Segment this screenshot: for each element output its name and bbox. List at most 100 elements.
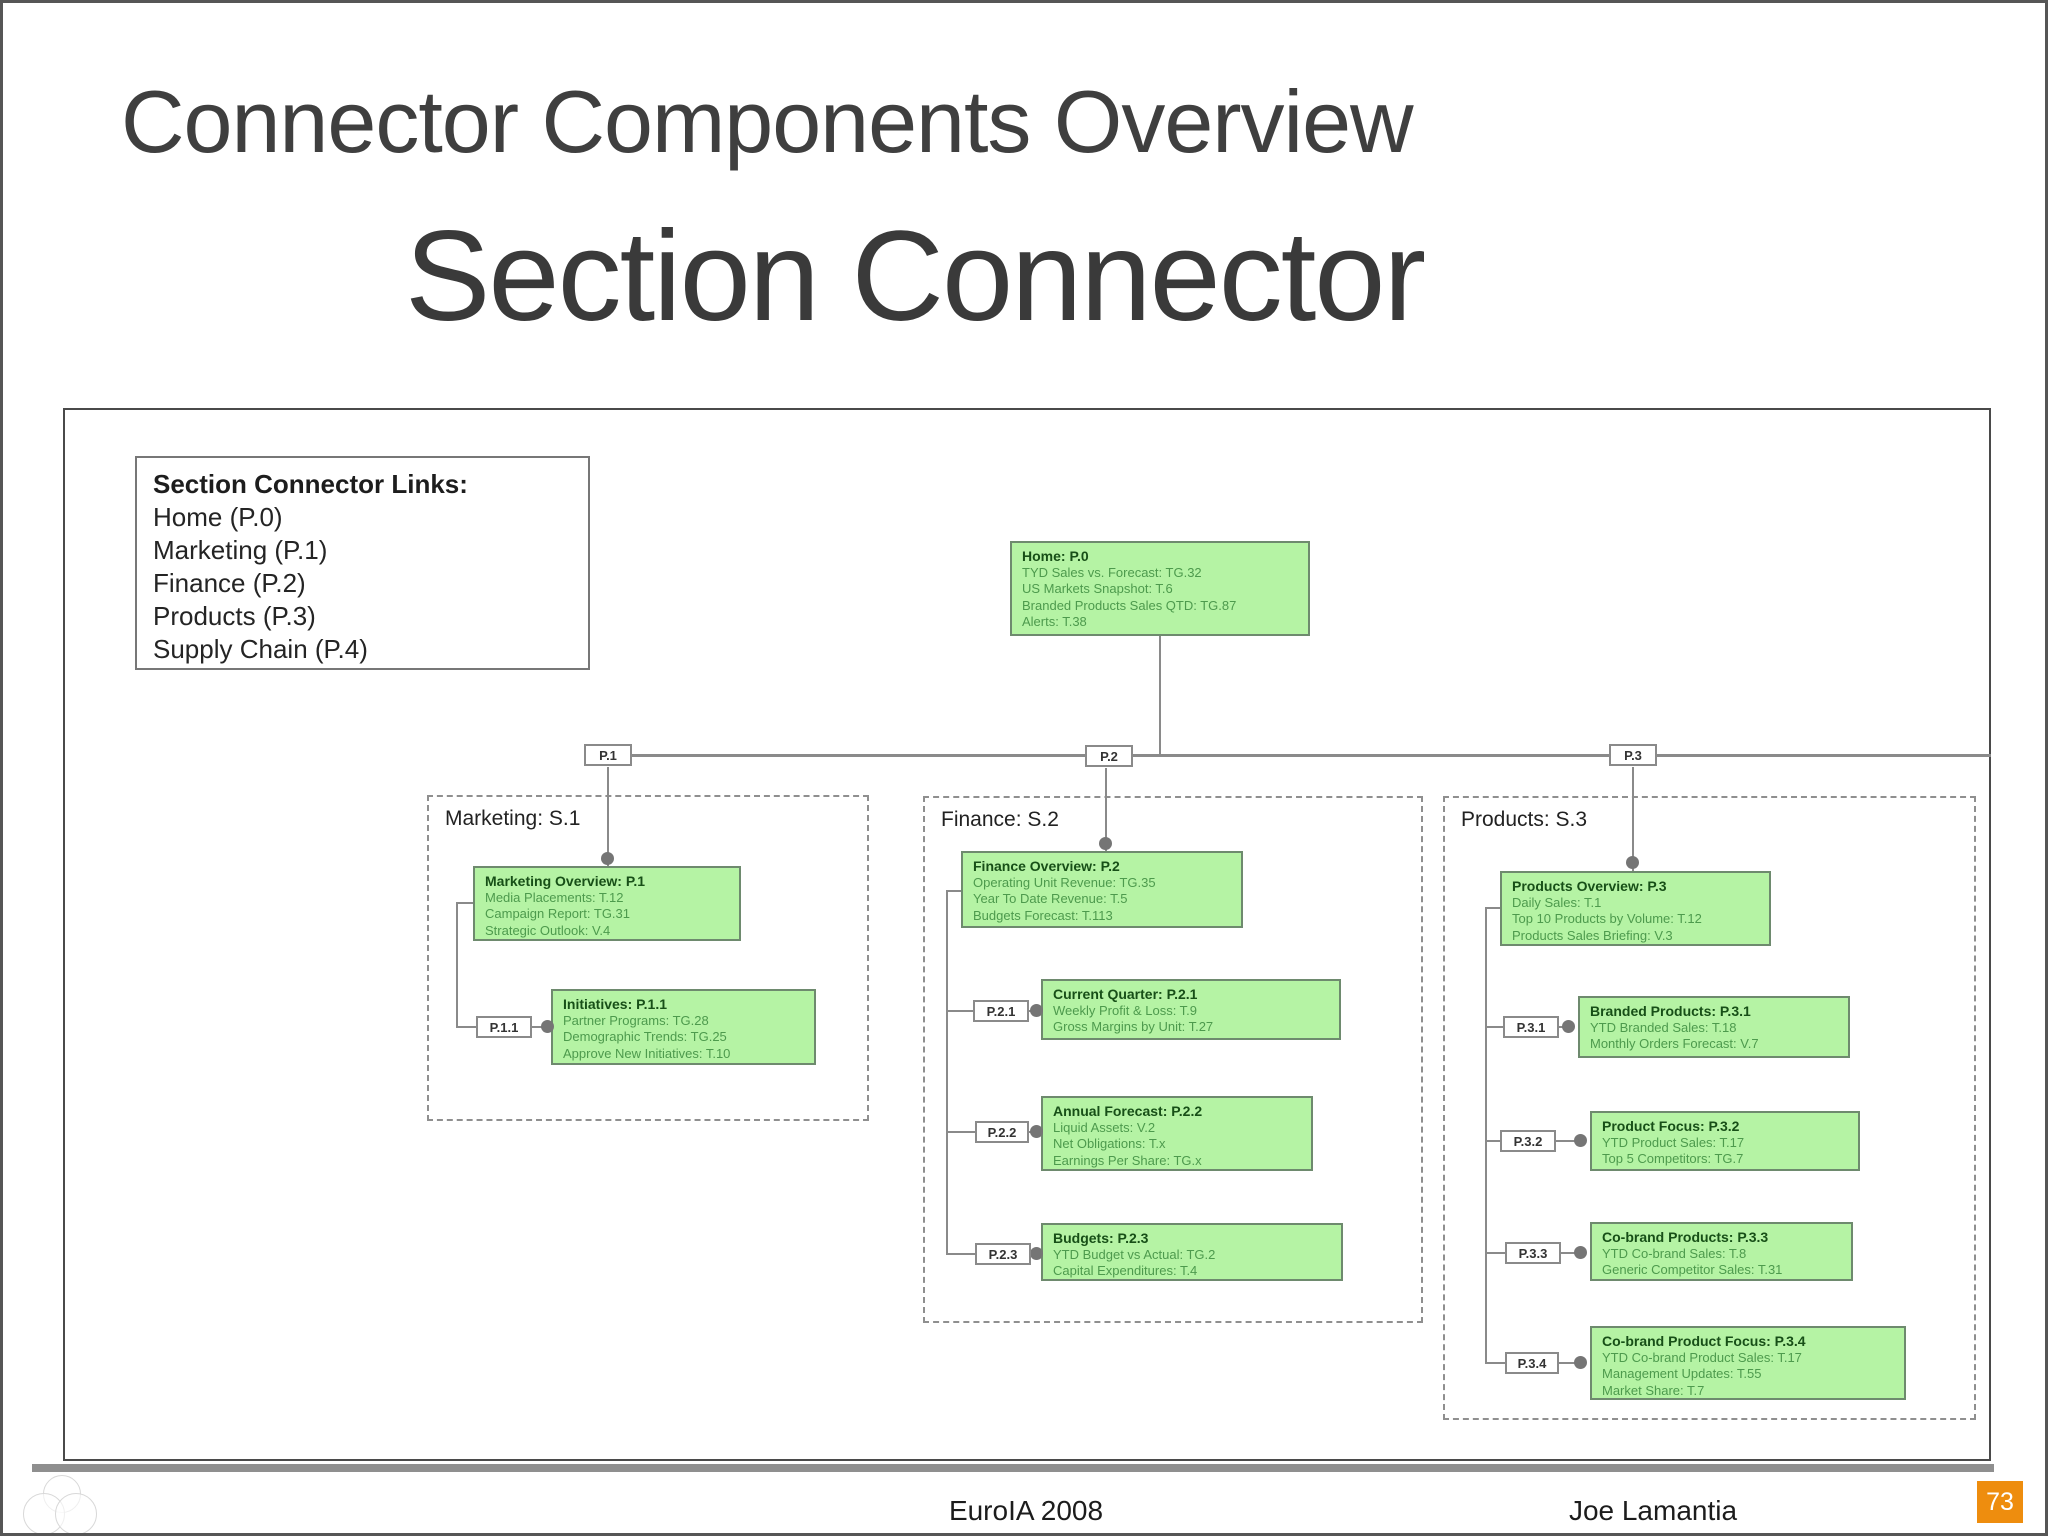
connector-line [1105,768,1107,851]
child-tag-p33: P.3.3 [1505,1242,1561,1264]
node-line: Top 5 Competitors: TG.7 [1602,1151,1744,1166]
connector-dot [1030,1247,1043,1260]
node-title: Finance Overview: P.2 [973,858,1120,874]
connector-line [1159,636,1161,755]
connector-line [946,890,961,892]
node-line: YTD Branded Sales: T.18 [1590,1019,1737,1035]
node-line: Media Placements: T.12 [485,889,624,905]
section-box-products [1443,796,1976,1420]
node-title: Marketing Overview: P.1 [485,873,646,889]
node-cobrand-products-p33: Co-brand Products: P.3.3 YTD Co-brand Sa… [1590,1222,1853,1281]
connector-line [456,902,458,1028]
node-line: Strategic Outlook: V.4 [485,922,611,938]
node-line: YTD Co-brand Sales: T.8 [1602,1245,1747,1261]
footer-conference: EuroIA 2008 [948,1495,1104,1526]
connector-line [1632,767,1634,871]
legend-item: Supply Chain (P.4) [153,634,368,664]
section-box-finance [923,796,1423,1323]
node-line: YTD Product Sales: T.17 [1602,1134,1745,1150]
node-title: Product Focus: P.3.2 [1602,1118,1740,1134]
node-title: Co-brand Product Focus: P.3.4 [1602,1333,1806,1349]
node-line: Products Sales Briefing: V.3 [1512,927,1673,943]
node-line: Gross Margins by Unit: T.27 [1053,1019,1214,1034]
child-tag-p32: P.3.2 [1500,1130,1556,1152]
node-title: Branded Products: P.3.1 [1590,1003,1751,1019]
section-label-marketing: Marketing: S.1 [445,807,581,830]
connector-dot [601,852,614,865]
node-line: Approve New Initiatives: T.10 [563,1045,731,1061]
node-budgets-p23: Budgets: P.2.3 YTD Budget vs Actual: TG.… [1041,1223,1343,1281]
node-finance-overview-p2: Finance Overview: P.2 Operating Unit Rev… [961,851,1243,928]
child-tag-p22: P.2.2 [975,1121,1029,1143]
node-branded-products-p31: Branded Products: P.3.1 YTD Branded Sale… [1578,996,1850,1058]
connector-dot [1099,837,1112,850]
connector-dot [1030,1125,1043,1138]
branch-tag-p3: P.3 [1609,744,1657,766]
node-line: TYD Sales vs. Forecast: TG.32 [1022,564,1202,580]
connector-line [1485,907,1487,1364]
node-title: Products Overview: P.3 [1512,878,1667,894]
connector-dot [1030,1004,1043,1017]
legend-box: Section Connector Links: Home (P.0) Mark… [135,456,590,670]
node-line: Partner Programs: TG.28 [563,1012,709,1028]
connector-line [607,767,609,866]
node-line: Market Share: T.7 [1602,1382,1705,1398]
node-title: Current Quarter: P.2.1 [1053,986,1198,1002]
node-title: Annual Forecast: P.2.2 [1053,1103,1203,1119]
node-cobrand-product-focus-p34: Co-brand Product Focus: P.3.4 YTD Co-bra… [1590,1326,1906,1400]
child-tag-p34: P.3.4 [1505,1352,1559,1374]
child-tag-p31: P.3.1 [1503,1016,1559,1038]
node-line: Liquid Assets: V.2 [1053,1119,1156,1135]
section-box-marketing [427,795,869,1121]
connector-line [608,754,1991,757]
slide-kicker: Connector Components Overview [121,72,1414,171]
connector-line [456,902,473,904]
page-title: Section Connector [405,205,1426,348]
node-line: Top 10 Products by Volume: T.12 [1512,911,1702,926]
page-number-badge: 73 [1977,1481,2023,1523]
node-line: Management Updates: T.55 [1602,1366,1762,1381]
node-line: Capital Expenditures: T.4 [1053,1263,1198,1278]
node-line: Weekly Profit & Loss: T.9 [1053,1002,1198,1018]
node-line: Generic Competitor Sales: T.31 [1602,1262,1783,1277]
connector-dot [1626,856,1639,869]
node-title: Co-brand Products: P.3.3 [1602,1229,1769,1245]
node-line: Branded Products Sales QTD: TG.87 [1022,597,1237,613]
legend-item: Products (P.3) [153,601,316,631]
node-product-focus-p32: Product Focus: P.3.2 YTD Product Sales: … [1590,1111,1860,1171]
connector-dot [1574,1134,1587,1147]
legend-item: Marketing (P.1) [153,535,328,565]
node-line: Campaign Report: TG.31 [485,906,630,921]
footer-divider [32,1464,1994,1472]
connector-dot [1562,1020,1575,1033]
section-label-products: Products: S.3 [1461,808,1588,831]
node-line: Daily Sales: T.1 [1512,894,1602,910]
node-line: Monthly Orders Forecast: V.7 [1590,1036,1759,1051]
node-line: Net Obligations: T.x [1053,1136,1166,1151]
legend-item: Finance (P.2) [153,568,306,598]
node-line: US Markets Snapshot: T.6 [1022,581,1173,596]
node-annual-forecast-p22: Annual Forecast: P.2.2 Liquid Assets: V.… [1041,1096,1313,1171]
connector-line [1485,907,1500,909]
node-line: Budgets Forecast: T.113 [973,907,1113,923]
legend-item: Home (P.0) [153,502,283,532]
connector-dot [1574,1246,1587,1259]
node-line: YTD Budget vs Actual: TG.2 [1053,1246,1216,1262]
node-current-quarter-p21: Current Quarter: P.2.1 Weekly Profit & L… [1041,979,1341,1040]
node-line: Earnings Per Share: TG.x [1053,1152,1202,1168]
venn-logo-icon [17,1473,107,1533]
node-title: Initiatives: P.1.1 [563,996,668,1012]
connector-dot [541,1020,554,1033]
branch-tag-p1: P.1 [584,744,632,766]
legend-title: Section Connector Links: [153,469,468,499]
node-marketing-overview-p1: Marketing Overview: P.1 Media Placements… [473,866,741,941]
node-line: Alerts: T.38 [1022,614,1087,629]
child-tag-p11: P.1.1 [476,1016,532,1038]
node-title: Budgets: P.2.3 [1053,1230,1149,1246]
node-initiatives-p11: Initiatives: P.1.1 Partner Programs: TG.… [551,989,816,1065]
node-line: Year To Date Revenue: T.5 [973,891,1128,906]
section-label-finance: Finance: S.2 [941,808,1059,831]
node-line: Operating Unit Revenue: TG.35 [973,874,1156,890]
node-products-overview-p3: Products Overview: P.3 Daily Sales: T.1 … [1500,871,1771,946]
